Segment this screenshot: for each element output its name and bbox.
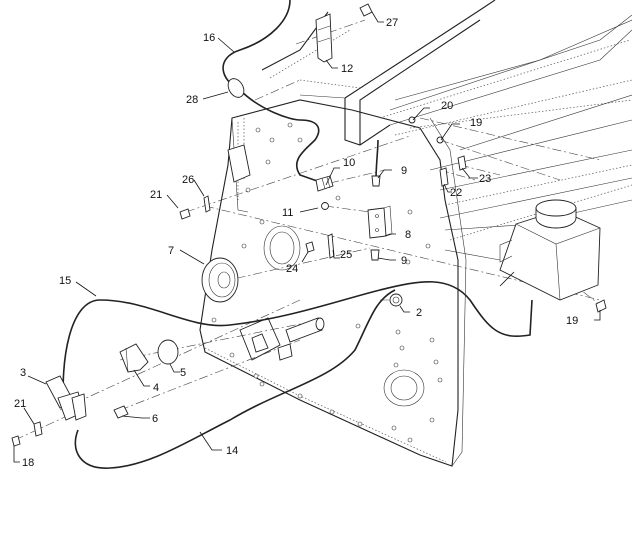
plate-holes	[211, 122, 443, 443]
label-19-right: 20	[441, 100, 453, 112]
label-4: 4	[153, 382, 159, 394]
grommet-2	[389, 293, 403, 307]
label-9-lower: 9	[401, 255, 407, 267]
fitting-9-upper	[371, 175, 381, 187]
label-5: 5	[180, 367, 186, 379]
label-26: 26	[182, 174, 194, 186]
bolt-17	[595, 299, 607, 313]
label-7: 7	[168, 245, 174, 257]
label-20: 18	[22, 457, 34, 469]
bushing-shaft	[277, 317, 325, 361]
part-number-labels: 27 12 16 28 10 9 20 19 22 23 21 26 11 8 …	[14, 17, 578, 469]
assembly-centerlines	[14, 19, 601, 441]
fastener-20-21	[11, 421, 43, 447]
label-6: 6	[152, 413, 158, 425]
bracket-4	[119, 343, 149, 373]
disc-5	[157, 339, 179, 365]
bolt-25	[359, 3, 373, 17]
label-17: 19	[566, 315, 578, 327]
label-15: 15	[59, 275, 71, 287]
label-23: 24	[286, 263, 298, 275]
label-18: 19	[470, 117, 482, 129]
label-25: 27	[386, 17, 398, 29]
label-24: 25	[340, 249, 352, 261]
label-19-left: 21	[150, 189, 162, 201]
nut-18-19-right	[408, 116, 444, 144]
label-22: 23	[479, 173, 491, 185]
label-3: 3	[20, 367, 26, 379]
pulley-7	[201, 257, 239, 303]
tank-28	[499, 199, 601, 301]
nut-6	[113, 405, 129, 419]
hose-14-15	[62, 281, 533, 469]
label-21-left: 21	[14, 398, 26, 410]
fastener-19-26	[179, 195, 211, 220]
pin-23-24	[305, 233, 335, 259]
label-14: 14	[226, 445, 238, 457]
hose-27-loop	[227, 78, 245, 98]
clip-12	[315, 13, 333, 63]
valve-block-8	[367, 205, 393, 239]
fitting-9-lower	[370, 249, 380, 261]
label-9-upper: 9	[401, 165, 407, 177]
label-16: 16	[203, 32, 215, 44]
label-11: 11	[282, 207, 293, 219]
label-8: 8	[405, 229, 411, 241]
label-2: 2	[416, 307, 422, 319]
nut-11	[321, 202, 329, 210]
label-21-right: 22	[450, 187, 462, 199]
label-10: 10	[343, 157, 355, 169]
clip-21-22-right	[439, 155, 467, 187]
label-27: 28	[186, 94, 198, 106]
label-12: 12	[341, 63, 353, 75]
callout-leaders	[13, 11, 601, 463]
fitting-10	[315, 175, 334, 192]
sensor-3	[45, 375, 87, 421]
